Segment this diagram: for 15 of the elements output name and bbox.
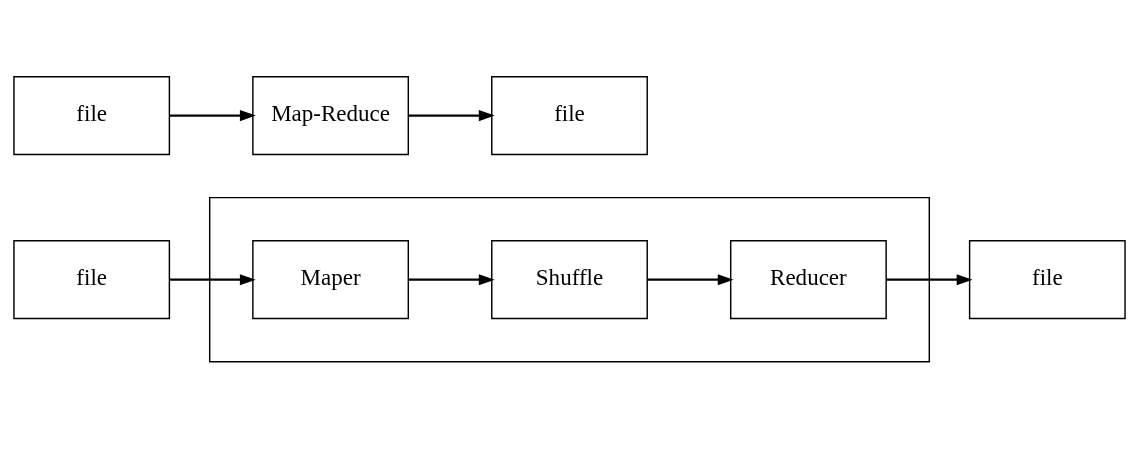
- arrow: [169, 274, 256, 286]
- arrow: [408, 110, 495, 122]
- arrow: [169, 110, 256, 122]
- node-box: Reducer: [730, 240, 887, 320]
- node-box: Shuffle: [491, 240, 648, 320]
- node-box: Map-Reduce: [252, 76, 410, 156]
- arrow: [886, 274, 973, 286]
- arrow: [647, 274, 734, 286]
- node-box: file: [13, 76, 171, 156]
- node-box: file: [491, 76, 648, 156]
- node-box: file: [968, 240, 1126, 320]
- cluster: [208, 196, 931, 363]
- arrow: [408, 274, 495, 286]
- node-box: file: [13, 240, 171, 320]
- node-box: Maper: [252, 240, 410, 320]
